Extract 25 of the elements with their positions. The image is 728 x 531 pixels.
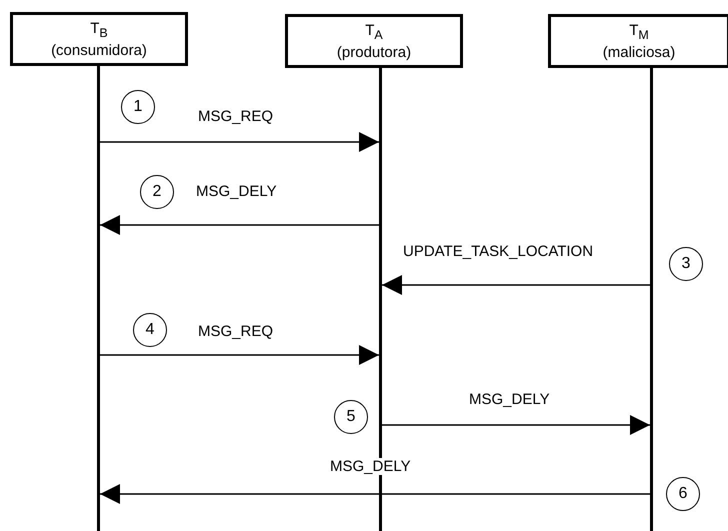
message-label: MSG_REQ xyxy=(196,108,276,125)
lifeline xyxy=(97,66,100,531)
message-label: MSG_REQ xyxy=(196,323,276,340)
step-number-circle: 3 xyxy=(669,247,703,281)
message-label: MSG_DELY xyxy=(194,183,279,200)
message-label: MSG_DELY xyxy=(467,391,552,408)
participant-name: (consumidora) xyxy=(51,42,147,58)
message-arrow xyxy=(382,275,650,295)
participant-name: (produtora) xyxy=(336,44,412,60)
message-arrow xyxy=(100,215,379,235)
step-number-circle: 6 xyxy=(666,477,700,511)
step-number-circle: 5 xyxy=(334,400,368,434)
message-arrow xyxy=(382,415,650,435)
message-label: MSG_DELY xyxy=(328,458,413,475)
participant-name: T$_{M}$ xyxy=(629,22,649,44)
participant-name: T$_{A}$ xyxy=(365,22,383,44)
participant-name: (maliciosa) xyxy=(602,44,676,60)
step-number-circle: 2 xyxy=(140,175,174,209)
message-arrow xyxy=(100,484,650,504)
step-number-circle: 4 xyxy=(133,313,167,347)
message-arrow xyxy=(100,345,379,365)
step-number-circle: 1 xyxy=(121,90,155,124)
participant-name: T$_{B}$ xyxy=(90,20,108,42)
message-arrow xyxy=(100,132,379,152)
lifeline xyxy=(650,68,653,531)
